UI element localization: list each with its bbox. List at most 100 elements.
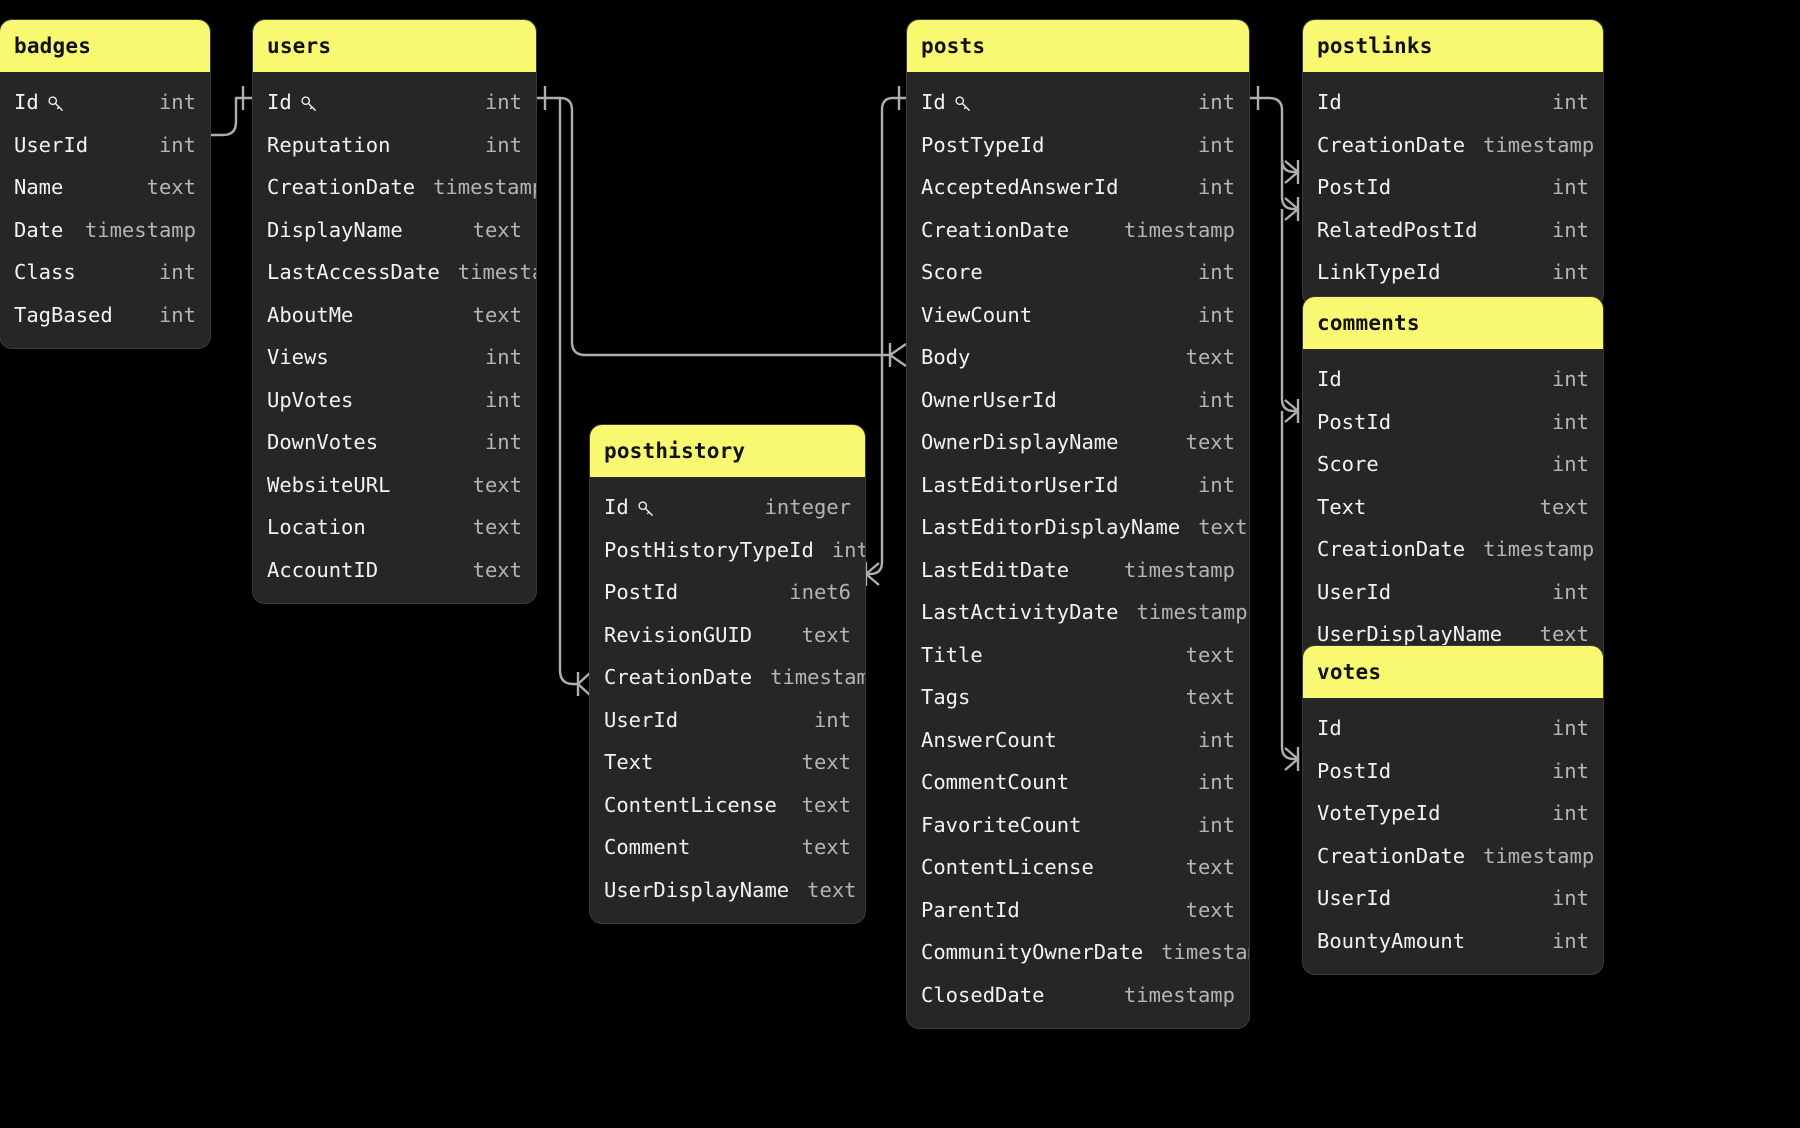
field-name: ViewCount (921, 303, 1032, 327)
field-name: AcceptedAnswerId (921, 175, 1118, 199)
connector-posts-comments (1280, 209, 1298, 413)
field-type: timestamp (1123, 557, 1235, 582)
field-row[interactable]: CreationDate timestamp (1303, 124, 1603, 167)
field-type: timestamp (1483, 132, 1595, 157)
field-type: int (484, 387, 522, 412)
field-type: int (158, 260, 196, 285)
field-label: ContentLicense (921, 855, 1094, 880)
field-type: int (1197, 175, 1235, 200)
field-row[interactable]: LastAccessDatetimestamp (253, 251, 536, 294)
field-label: Tags (921, 685, 971, 710)
field-label: WebsiteURL (267, 472, 391, 497)
field-row[interactable]: CommunityOwnerDatetimestamp (907, 931, 1249, 974)
field-label: CreationDate (267, 175, 416, 200)
table-title-posthistory: posthistory (590, 425, 865, 477)
field-type: text (1539, 622, 1589, 647)
field-name: Score (1317, 452, 1379, 476)
field-label: FavoriteCount (921, 812, 1082, 837)
field-label: Title (921, 642, 983, 667)
field-type: int (1197, 472, 1235, 497)
field-type: inet6 (789, 580, 851, 605)
field-label: CreationDate (1317, 132, 1466, 157)
field-type: timestamp (1483, 537, 1595, 562)
field-row[interactable]: AcceptedAnswerId int (907, 166, 1249, 209)
field-label: CreationDate (604, 665, 753, 690)
crowsfoot-postlinks-postid (1284, 160, 1300, 184)
